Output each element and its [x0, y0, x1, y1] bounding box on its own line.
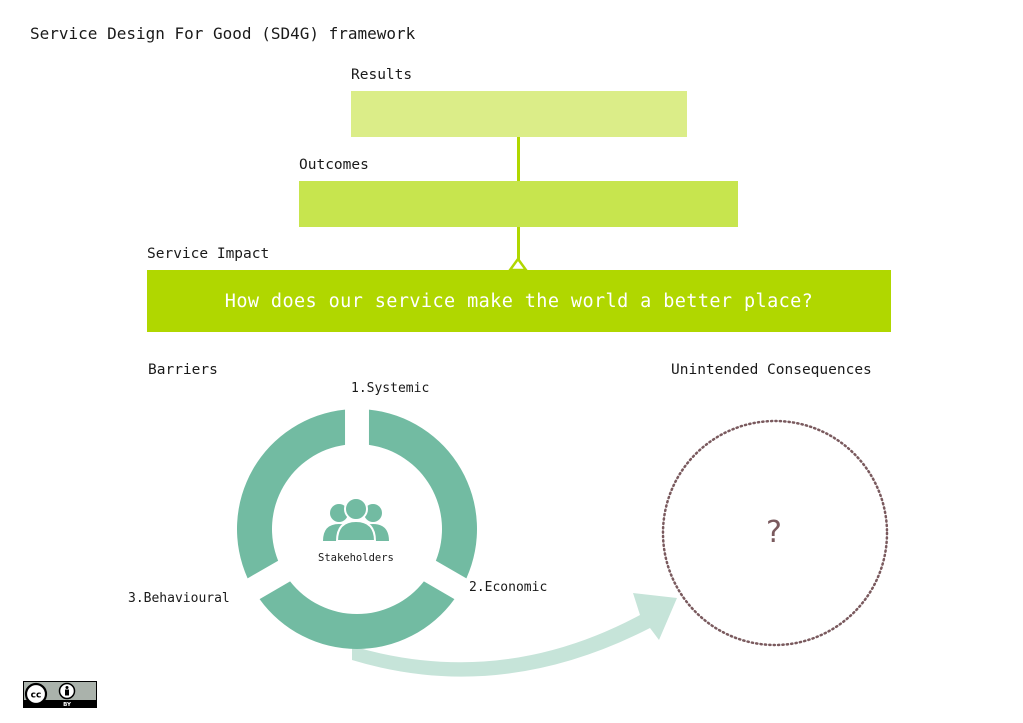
creative-commons-by-icon[interactable]: cc BY — [23, 681, 97, 708]
barrier-label-behavioural: 3.Behavioural — [128, 591, 230, 606]
barriers-ring — [236, 409, 477, 649]
page-title: Service Design For Good (SD4G) framework — [30, 24, 416, 43]
svg-text:cc: cc — [31, 691, 42, 701]
svg-text:BY: BY — [63, 702, 72, 707]
barrier-label-systemic: 1.Systemic — [351, 381, 430, 396]
flow-arrow — [352, 593, 677, 677]
ring-segment-behavioural — [236, 409, 346, 579]
unintended-consequences-heading: Unintended Consequences — [671, 362, 872, 378]
outcomes-impact-connector — [517, 227, 520, 260]
unknown-consequence-placeholder: ? — [766, 515, 782, 550]
results-box — [351, 91, 687, 137]
barrier-label-economic: 2.Economic — [469, 580, 548, 595]
service-impact-question: How does our service make the world a be… — [224, 290, 814, 312]
outcomes-label: Outcomes — [299, 157, 369, 173]
outcomes-box — [299, 181, 738, 227]
results-outcomes-connector — [517, 137, 520, 181]
connector-arrowhead — [507, 256, 529, 272]
ring-segment-systemic — [368, 409, 477, 579]
results-label: Results — [351, 67, 413, 83]
barriers-heading: Barriers — [148, 362, 218, 378]
stakeholders-label: Stakeholders — [318, 552, 394, 564]
unintended-consequences-circle — [661, 419, 889, 647]
service-impact-label: Service Impact — [147, 246, 270, 262]
ring-segment-economic — [259, 581, 455, 649]
service-impact-box: How does our service make the world a be… — [147, 270, 891, 332]
people-group-icon — [323, 497, 389, 542]
